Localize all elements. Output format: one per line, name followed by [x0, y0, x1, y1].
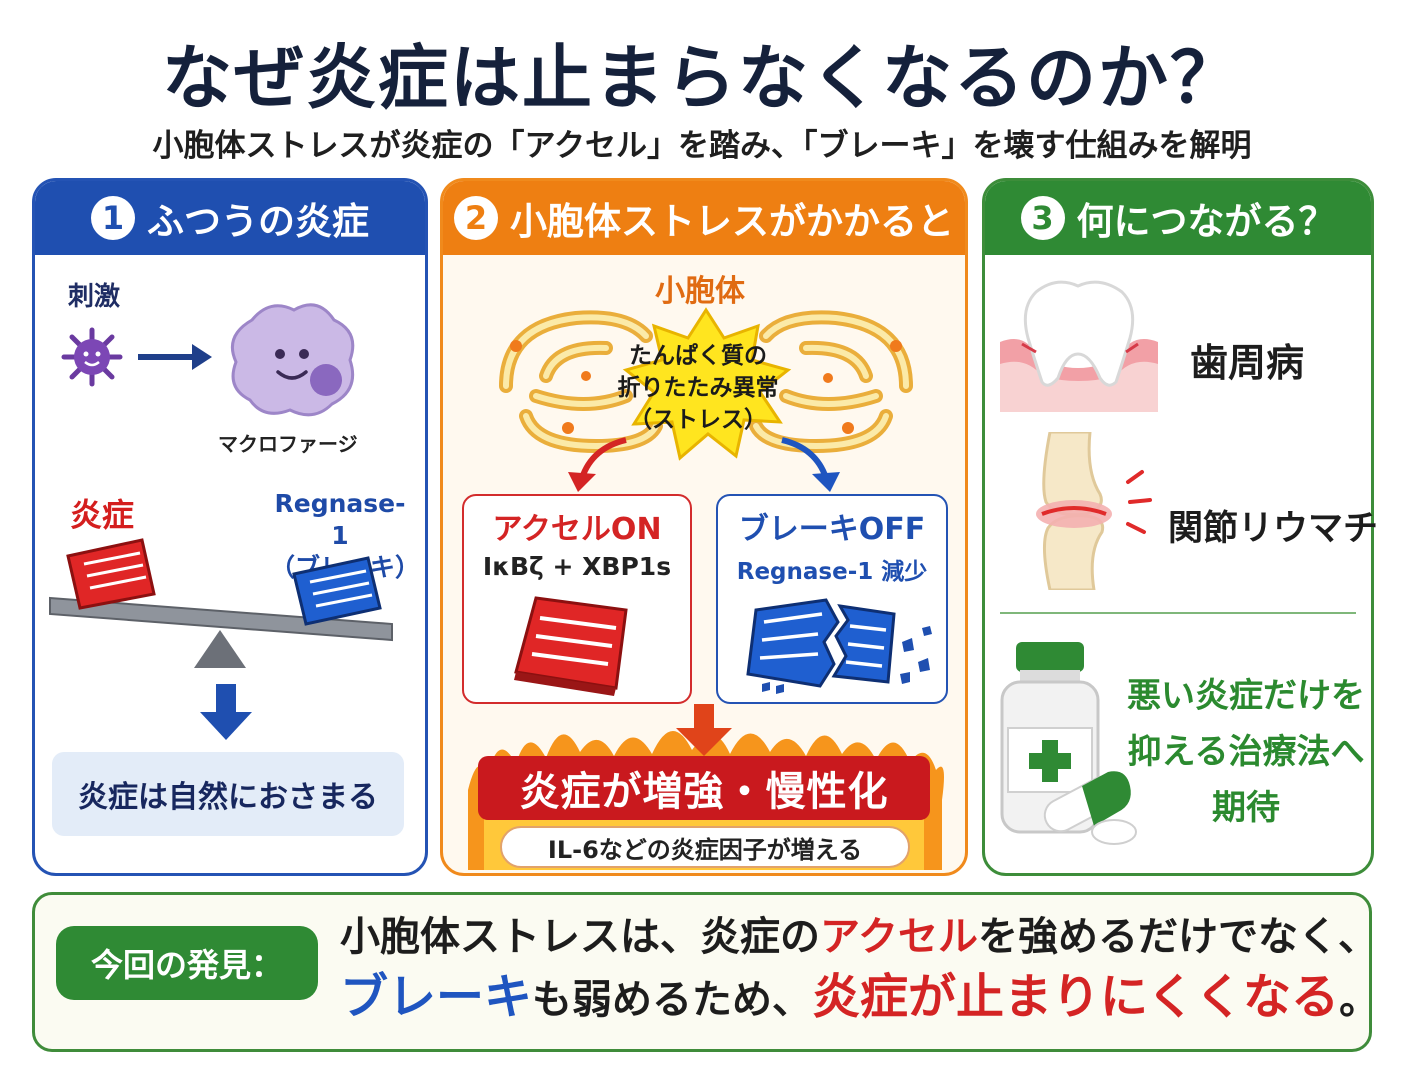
- tooth-icon: [1000, 280, 1158, 412]
- seesaw-icon: [49, 538, 393, 668]
- panel-3-heading: 何につながる？: [1076, 200, 1336, 243]
- finding-text: も弱めるため、: [532, 977, 813, 1023]
- brake-off-title: ブレーキOFF: [738, 512, 926, 547]
- finding-badge: 今回の発見：: [56, 926, 318, 1000]
- enhanced-inflammation-banner: 炎症が増強・慢性化: [478, 756, 930, 820]
- stress-line-1: たんぱく質の: [629, 343, 767, 369]
- joint-icon: [1036, 432, 1152, 590]
- inflammation-label: 炎症: [70, 496, 135, 534]
- finding-text: 小胞体ストレスは、炎症の: [340, 914, 820, 960]
- accelerator-factors: IκBζ + XBP1s: [482, 552, 672, 581]
- panel-3-header: 3 何につながる？: [985, 181, 1371, 255]
- medicine-bottle-icon: [1000, 642, 1137, 845]
- finding-accelerator: アクセル: [820, 914, 978, 960]
- hope-line-2: 抑える治療法へ: [1127, 732, 1365, 772]
- rheumatoid-arthritis-label: 関節リウマチ: [1168, 509, 1379, 549]
- arrow-down-icon: [200, 684, 252, 740]
- hope-line-1: 悪い炎症だけを: [1127, 676, 1365, 716]
- stimulus-label: 刺激: [68, 282, 121, 312]
- er-organelle-icon: [499, 307, 913, 461]
- arrow-right-icon: [138, 344, 212, 370]
- macrophage-label: マクロファージ: [218, 432, 358, 456]
- brake-pedal-icon: [292, 556, 382, 626]
- panel-1-heading: ふつうの炎症: [147, 200, 369, 243]
- accelerator-pedal-icon: [514, 596, 628, 696]
- panel-1-header: 1 ふつうの炎症: [35, 181, 425, 255]
- stress-line-2: 折りたたみ異常: [617, 375, 779, 401]
- accelerator-on-title: アクセルON: [492, 512, 662, 547]
- broken-brake-icon: [746, 598, 932, 694]
- finding-conclusion: 炎症が止まりにくくなる: [812, 969, 1340, 1025]
- page-subtitle: 小胞体ストレスが炎症の「アクセル」を踏み、「ブレーキ」を壊す仕組みを解明: [152, 128, 1252, 164]
- finding-line-2: ブレーキも弱めるため、炎症が止まりにくくなる。: [340, 966, 1379, 1031]
- finding-line-1: 小胞体ストレスは、炎症のアクセルを強めるだけでなく、: [340, 906, 1378, 968]
- panel-2-heading: 小胞体ストレスがかかると: [510, 200, 954, 243]
- finding-text: を強めるだけでなく、: [978, 914, 1378, 960]
- arrow-down-icon: [676, 704, 732, 756]
- split-arrows-icon: [568, 437, 840, 492]
- stress-line-3: （ストレス）: [629, 407, 767, 433]
- burst-icon: [622, 307, 792, 461]
- regnase-label-line1: Regnase-1: [274, 489, 406, 550]
- panel-2-header: 2 小胞体ストレスがかかると: [443, 181, 965, 255]
- panel-3-divider: [1000, 612, 1356, 614]
- periodontitis-label: 歯周病: [1190, 341, 1305, 385]
- finding-period: 。: [1339, 977, 1380, 1023]
- inflammatory-factors-note: IL-6などの炎症因子が増える: [500, 826, 910, 868]
- brake-factor: Regnase-1 減少: [736, 559, 928, 585]
- hope-line-3: 期待: [1212, 788, 1280, 828]
- finding-brake: ブレーキ: [340, 969, 533, 1025]
- capsule-icon: [1043, 771, 1131, 833]
- macrophage-icon: [231, 303, 355, 417]
- panel-3-number: 3: [1020, 196, 1065, 240]
- page-title: なぜ炎症は止まらなくなるのか？: [162, 37, 1242, 119]
- virus-icon: [61, 327, 123, 387]
- stress-description: たんぱく質の 折りたたみ異常 （ストレス）: [588, 340, 808, 436]
- treatment-hope: 悪い炎症だけを 抑える治療法へ 期待: [1118, 668, 1374, 836]
- normal-result: 炎症は自然におさまる: [52, 752, 404, 836]
- panel-1-number: 1: [91, 196, 135, 240]
- er-label: 小胞体: [655, 274, 745, 309]
- panel-2-number: 2: [454, 196, 498, 240]
- accelerator-pedal-icon: [66, 538, 156, 610]
